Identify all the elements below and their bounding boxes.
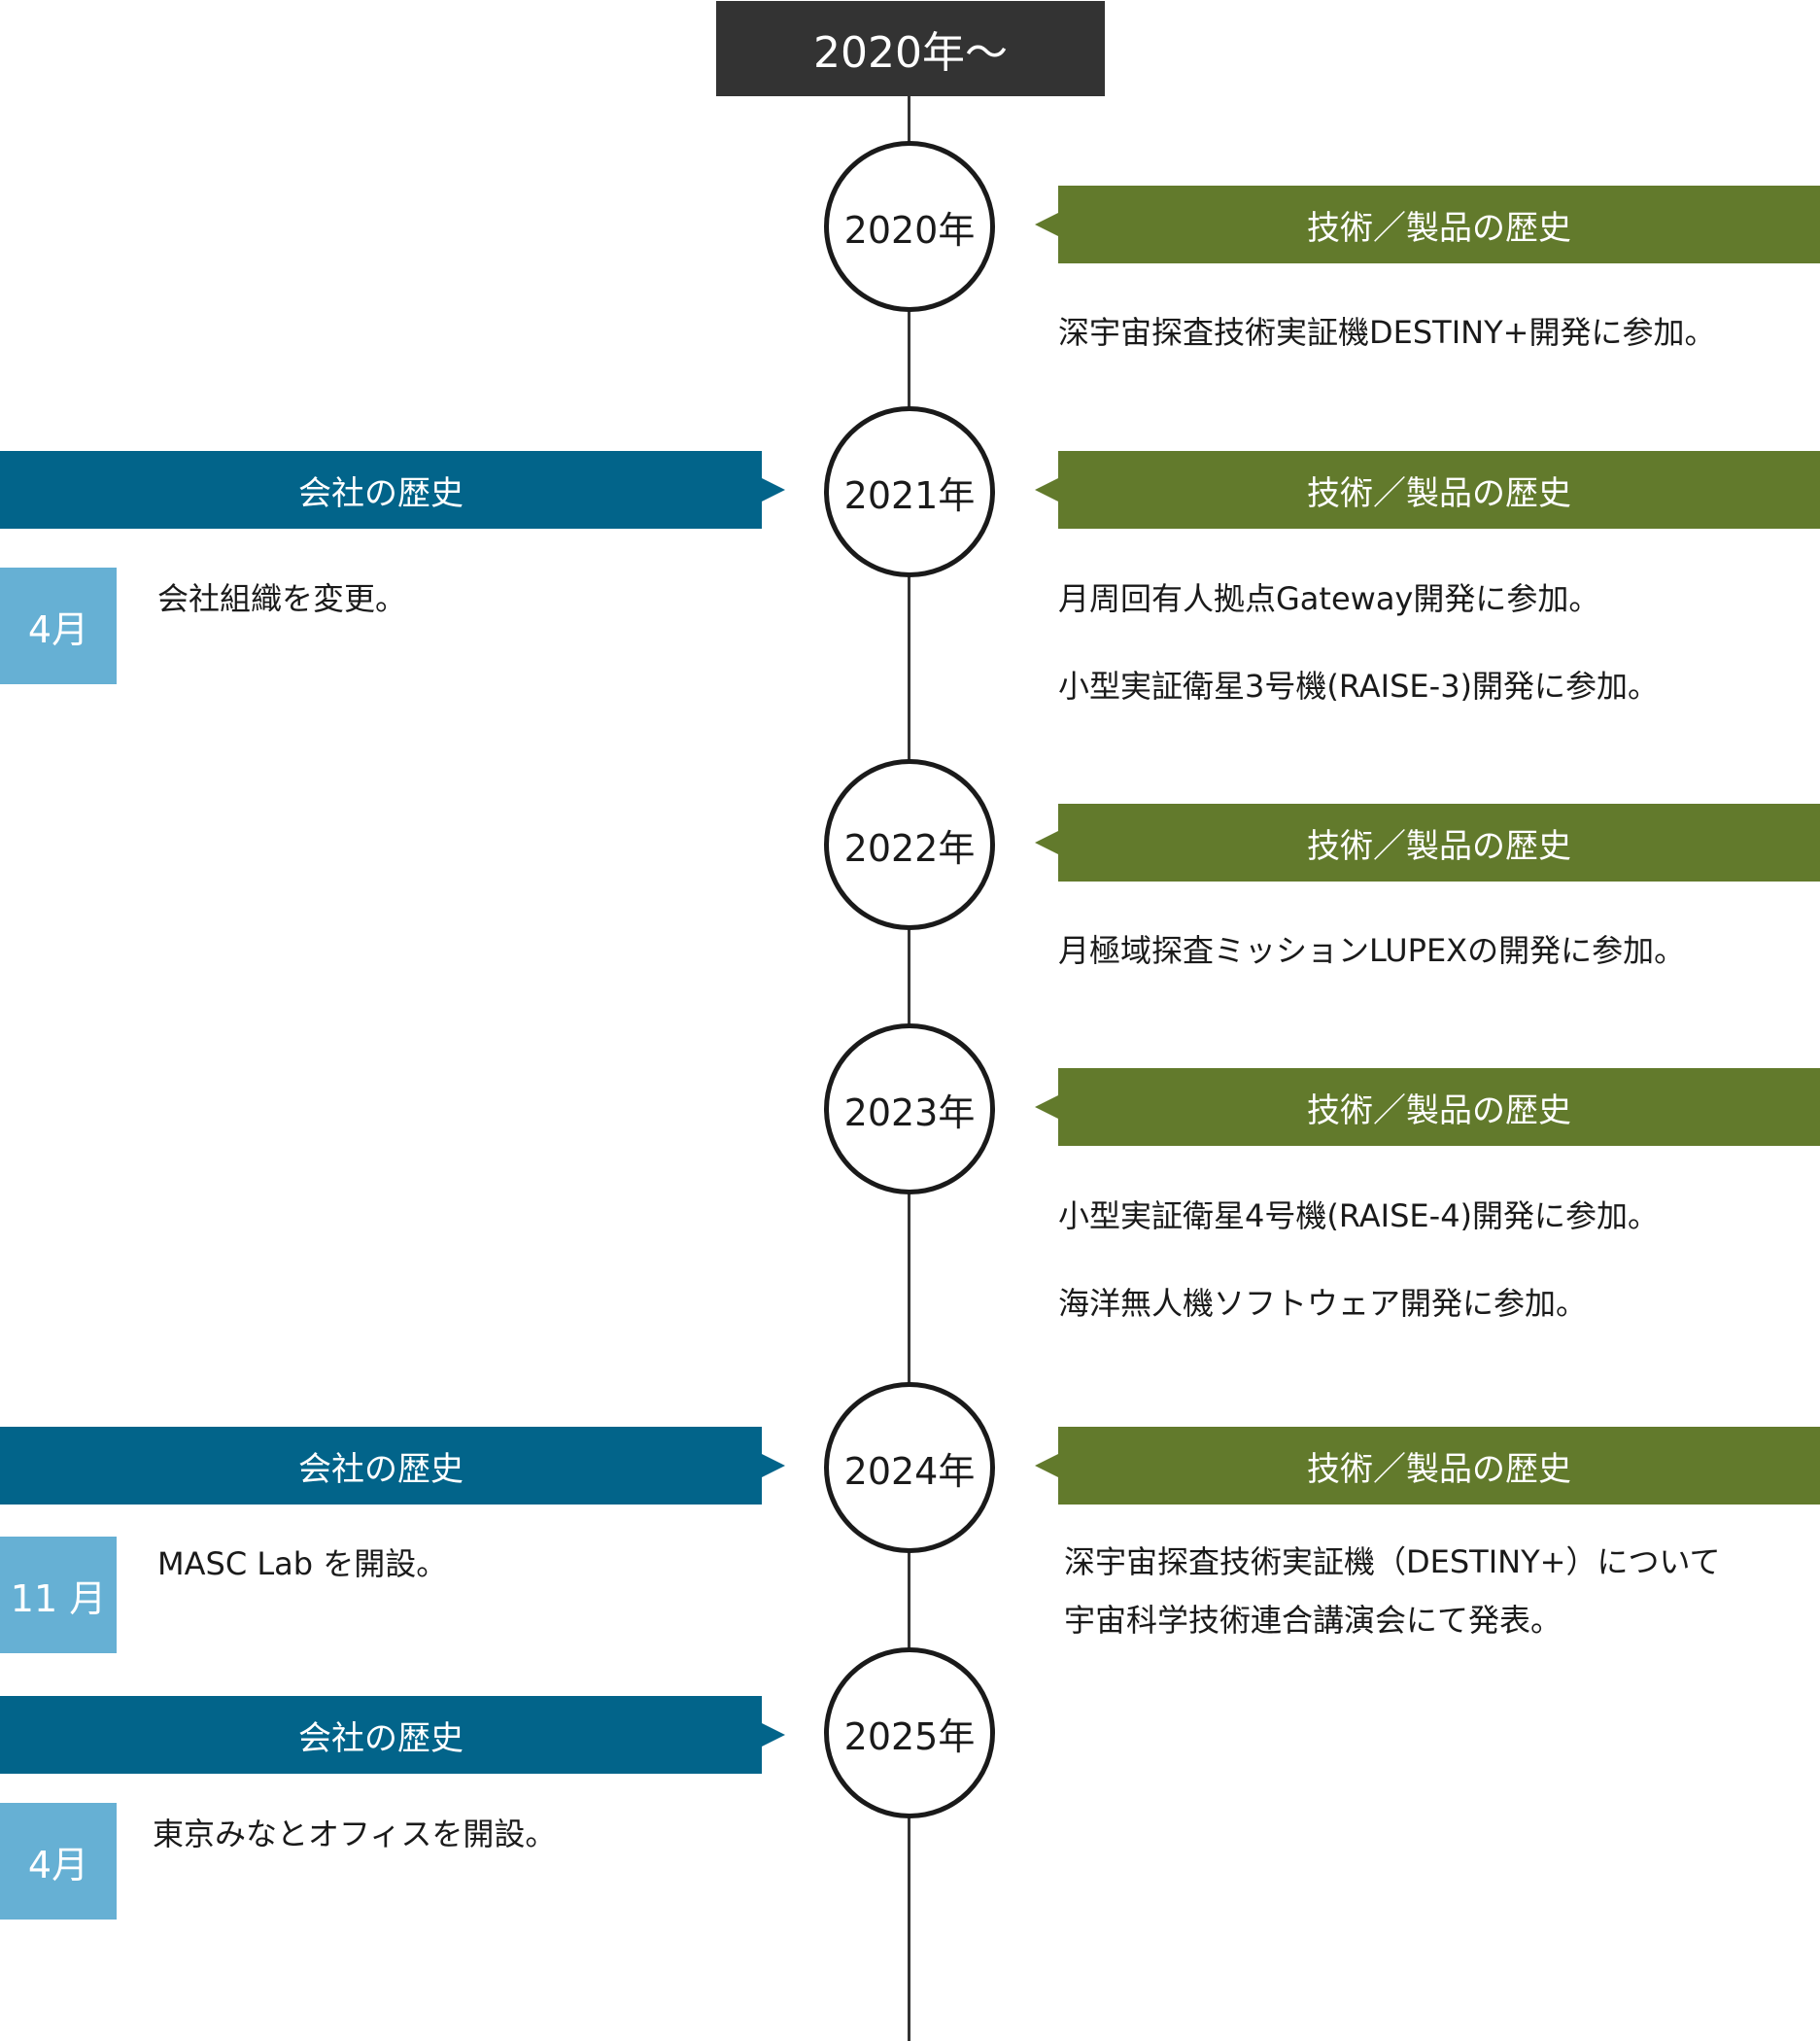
tech-history-entry: 小型実証衛星3号機(RAISE-3)開発に参加。	[1058, 668, 1660, 705]
year-circle-2025: 2025年	[824, 1647, 995, 1818]
tech-history-entry: 深宇宙探査技術実証機（DESTINY+）について宇宙科学技術連合講演会にて発表。	[1064, 1543, 1721, 1639]
tech-history-banner: 技術／製品の歴史	[1035, 451, 1820, 529]
company-history-entry: MASC Lab を開設。	[157, 1545, 448, 1582]
company-history-entry: 東京みなとオフィスを開設。	[153, 1816, 557, 1852]
tech-history-banner: 技術／製品の歴史	[1035, 1068, 1820, 1146]
year-circle-2023: 2023年	[824, 1023, 995, 1194]
year-circle-2021: 2021年	[824, 406, 995, 577]
tech-history-banner: 技術／製品の歴史	[1035, 186, 1820, 263]
month-badge: 4月	[0, 1803, 117, 1920]
company-history-banner: 会社の歴史	[0, 1696, 785, 1774]
year-circle-2024: 2024年	[824, 1382, 995, 1553]
month-badge: 11 月	[0, 1537, 117, 1653]
year-circle-2020: 2020年	[824, 141, 995, 312]
company-history-banner: 会社の歴史	[0, 451, 785, 529]
tech-history-banner: 技術／製品の歴史	[1035, 1427, 1820, 1505]
tech-history-entry: 小型実証衛星4号機(RAISE-4)開発に参加。	[1058, 1197, 1660, 1234]
tech-history-entry: 月周回有人拠点Gateway開発に参加。	[1058, 580, 1600, 617]
tech-history-entry: 月極域探査ミッションLUPEXの開発に参加。	[1058, 932, 1686, 969]
period-header: 2020年〜	[716, 1, 1105, 96]
year-circle-2022: 2022年	[824, 759, 995, 930]
company-history-banner: 会社の歴史	[0, 1427, 785, 1505]
tech-history-entry: 海洋無人機ソフトウェア開発に参加。	[1058, 1285, 1588, 1322]
company-history-entry: 会社組織を変更。	[157, 580, 407, 617]
tech-history-banner: 技術／製品の歴史	[1035, 804, 1820, 882]
tech-history-entry: 深宇宙探査技術実証機DESTINY+開発に参加。	[1058, 314, 1716, 351]
month-badge: 4月	[0, 568, 117, 684]
